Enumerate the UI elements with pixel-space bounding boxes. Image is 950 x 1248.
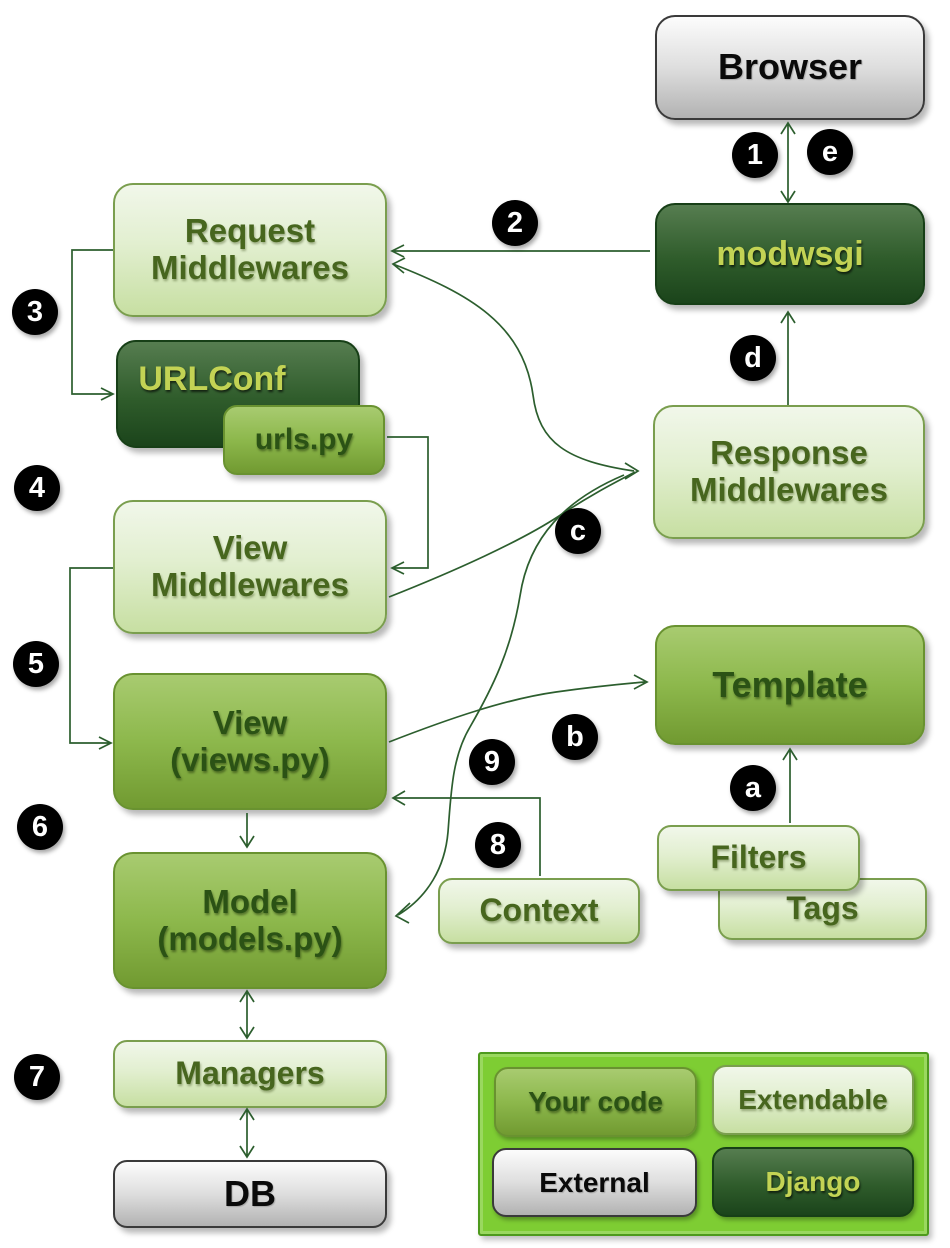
legend-external: External (492, 1148, 697, 1217)
node-browser: Browser (655, 15, 925, 120)
step-badge-1: 1 (732, 132, 778, 178)
legend-extendable: Extendable (712, 1065, 914, 1135)
legend-django: Django (712, 1147, 914, 1217)
step-badge-e: e (807, 129, 853, 175)
legend: Your code Extendable External Django (478, 1052, 929, 1236)
node-filters: Filters (657, 825, 860, 891)
node-template: Template (655, 625, 925, 745)
node-model: Model (models.py) (113, 852, 387, 989)
node-response-middlewares: Response Middlewares (653, 405, 925, 539)
node-db: DB (113, 1160, 387, 1228)
step-badge-3: 3 (12, 289, 58, 335)
arrow-view-model (239, 813, 255, 849)
arrow-urlspy-view-middlewares (387, 436, 429, 575)
step-badge-5: 5 (13, 641, 59, 687)
step-badge-b: b (552, 714, 598, 760)
step-badge-9: 9 (469, 739, 515, 785)
legend-your-code: Your code (494, 1067, 697, 1137)
step-badge-c: c (555, 508, 601, 554)
arrow-view-middlewares-view (69, 567, 113, 750)
node-request-middlewares: Request Middlewares (113, 183, 387, 317)
node-managers: Managers (113, 1040, 387, 1108)
arrow-model-managers (239, 989, 255, 1040)
curve-request-response-middlewares (391, 257, 640, 480)
arrow-request-middlewares-urlconf (71, 249, 115, 401)
node-modwsgi: modwsgi (655, 203, 925, 305)
step-badge-d: d (730, 335, 776, 381)
step-badge-a: a (730, 765, 776, 811)
arrow-filters-template (782, 747, 798, 823)
node-context: Context (438, 878, 640, 944)
step-badge-6: 6 (17, 804, 63, 850)
arrow-browser-modwsgi (780, 121, 796, 204)
node-urls-py: urls.py (223, 405, 385, 475)
node-view: View (views.py) (113, 673, 387, 810)
node-view-middlewares: View Middlewares (113, 500, 387, 634)
step-badge-4: 4 (14, 465, 60, 511)
arrow-response-middlewares-modwsgi (780, 310, 796, 405)
step-badge-2: 2 (492, 200, 538, 246)
arrow-modwsgi-request-middlewares (390, 244, 650, 258)
step-badge-8: 8 (475, 822, 521, 868)
arrow-managers-db (239, 1107, 255, 1159)
curve-view-template (388, 674, 649, 743)
step-badge-7: 7 (14, 1054, 60, 1100)
